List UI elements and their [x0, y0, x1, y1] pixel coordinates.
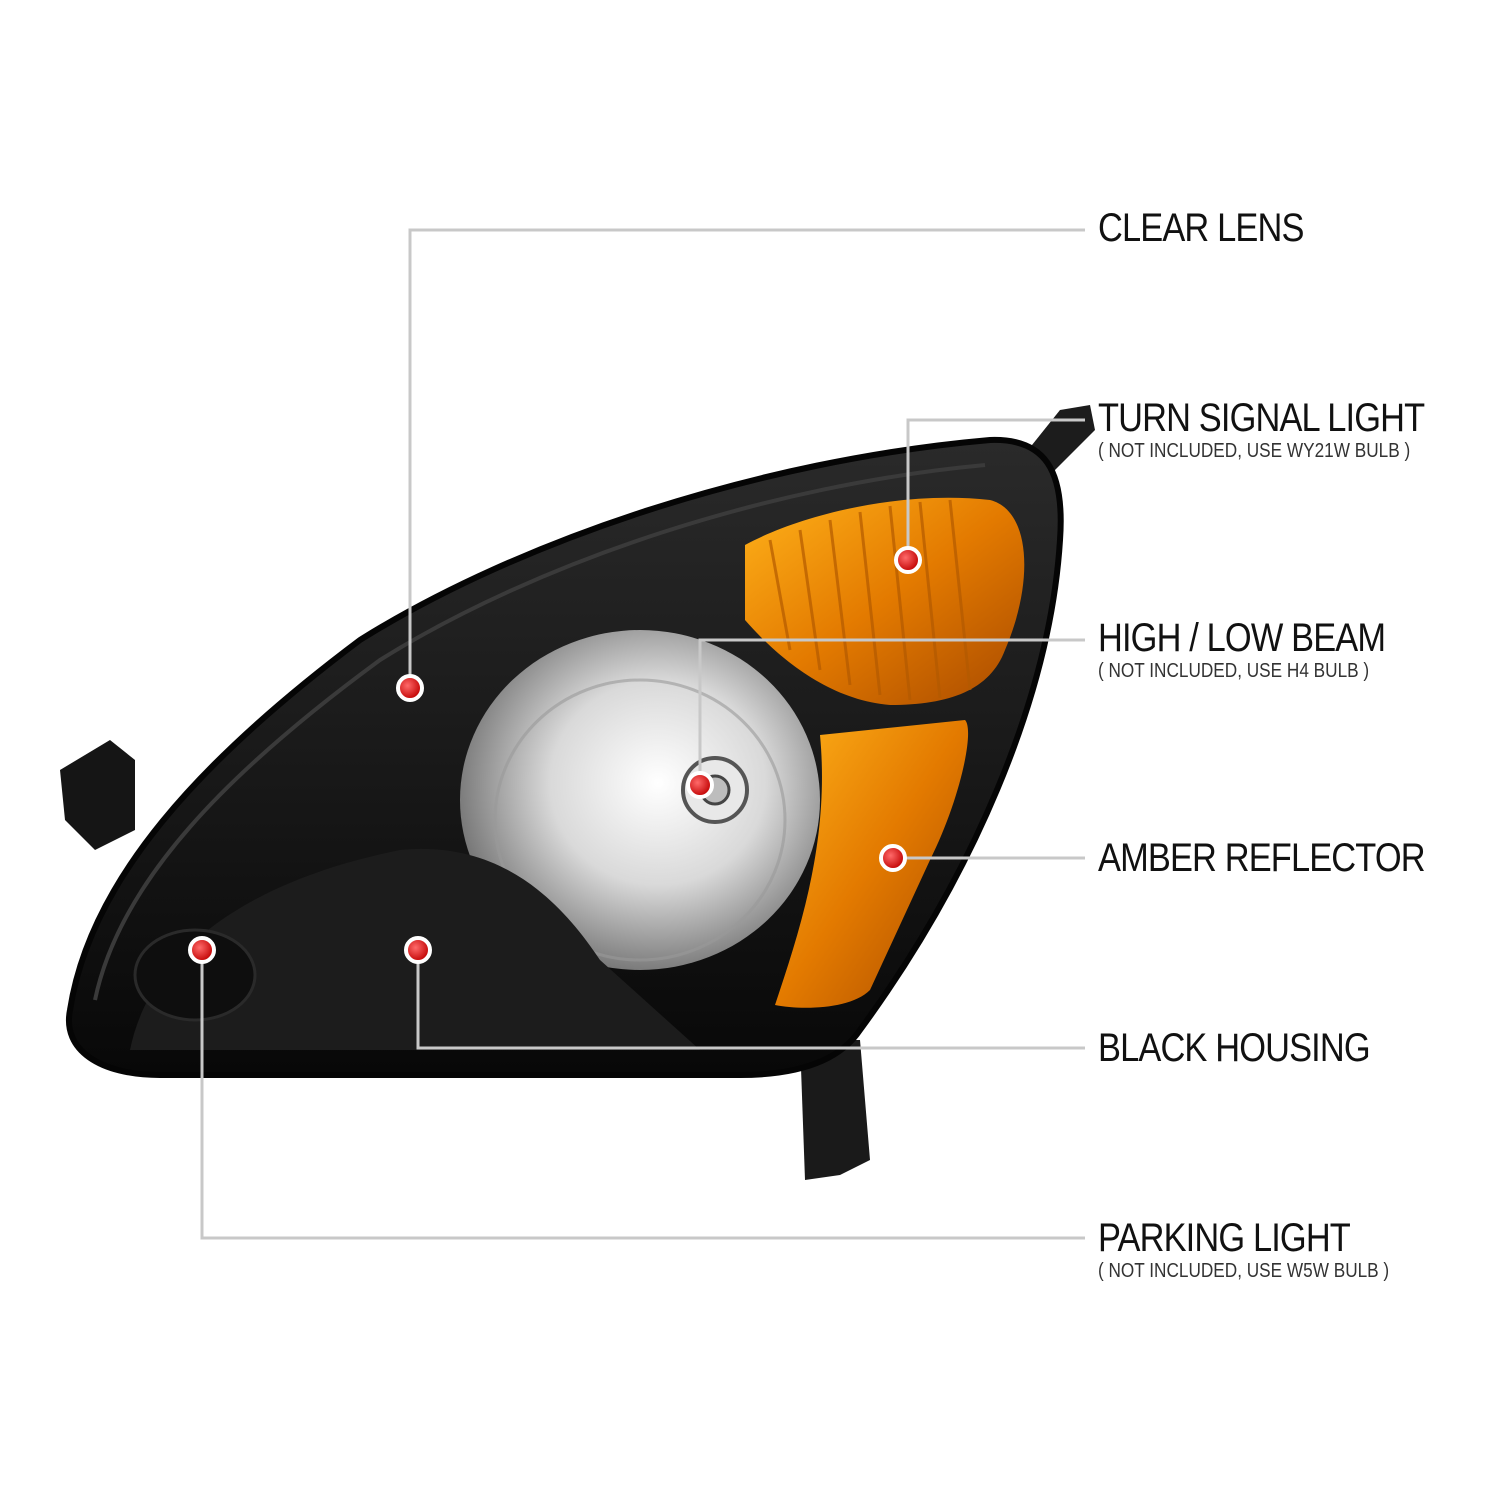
callout-high-low-beam: HIGH / LOW BEAM ( NOT INCLUDED, USE H4 B…	[1098, 616, 1432, 682]
left-mount-bracket	[60, 740, 135, 850]
marker-parking-light	[188, 936, 216, 964]
callout-turn-signal-title: TURN SIGNAL LIGHT	[1098, 396, 1425, 440]
callout-amber-reflector-title: AMBER REFLECTOR	[1098, 836, 1426, 880]
high-low-beam-reflector	[460, 630, 820, 970]
callout-parking-light: PARKING LIGHT ( NOT INCLUDED, USE W5W BU…	[1098, 1216, 1437, 1282]
leader-clear-lens	[408, 228, 1085, 688]
marker-high-low-beam	[686, 771, 714, 799]
callout-high-low-beam-note: ( NOT INCLUDED, USE H4 BULB )	[1098, 660, 1370, 682]
callout-turn-signal: TURN SIGNAL LIGHT ( NOT INCLUDED, USE WY…	[1098, 396, 1477, 462]
lens-edge-highlight	[93, 463, 986, 1001]
turn-signal-ribs	[768, 499, 972, 701]
bottom-mount-bracket	[800, 1040, 870, 1180]
parking-light-pocket	[133, 928, 257, 1022]
amber-reflector-lens	[775, 720, 969, 1008]
leader-black-housing	[416, 950, 1085, 1050]
leader-parking-light	[200, 950, 1085, 1240]
callout-parking-light-title: PARKING LIGHT	[1098, 1216, 1351, 1260]
marker-black-housing	[404, 936, 432, 964]
callout-clear-lens: CLEAR LENS	[1098, 206, 1337, 250]
beam-inner-shadow	[493, 678, 787, 962]
callout-parking-light-note: ( NOT INCLUDED, USE W5W BULB )	[1098, 1260, 1390, 1282]
marker-clear-lens	[396, 674, 424, 702]
markers	[188, 546, 922, 964]
callout-turn-signal-note: ( NOT INCLUDED, USE WY21W BULB )	[1098, 440, 1411, 462]
leader-high-low-beam	[698, 638, 1085, 785]
leader-turn-signal	[906, 418, 1085, 560]
leader-lines	[200, 228, 1085, 1240]
callout-high-low-beam-title: HIGH / LOW BEAM	[1098, 616, 1386, 660]
callout-clear-lens-title: CLEAR LENS	[1098, 206, 1304, 250]
marker-amber-reflector	[879, 844, 907, 872]
callout-black-housing: BLACK HOUSING	[1098, 1026, 1414, 1070]
marker-turn-signal	[894, 546, 922, 574]
callout-amber-reflector: AMBER REFLECTOR	[1098, 836, 1478, 880]
callout-black-housing-title: BLACK HOUSING	[1098, 1026, 1371, 1070]
